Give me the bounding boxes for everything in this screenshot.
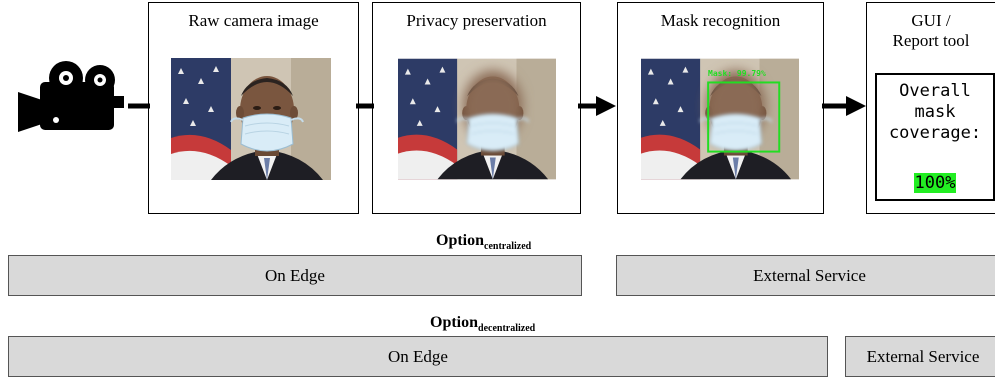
- centralized-external-label: External Service: [753, 265, 866, 285]
- decentralized-edge-label: On Edge: [388, 346, 448, 366]
- coverage-value: 100%: [913, 173, 957, 193]
- gui-title: GUI / Report tool: [892, 11, 970, 50]
- gui-line-3: coverage:: [888, 123, 982, 143]
- arrow-privacy-to-mask: [578, 96, 616, 116]
- mask-recognition-title: Mask recognition: [660, 11, 781, 30]
- option-decentralized-label: Optiondecentralized: [430, 314, 536, 335]
- gui-line-1: Overall: [899, 81, 971, 101]
- decentralized-edge-bar: On Edge: [8, 336, 828, 377]
- centralized-external-bar: External Service: [616, 255, 995, 296]
- detection-label: Mask: 99.79%: [708, 69, 766, 78]
- option-centralized-label: Optioncentralized: [436, 232, 532, 253]
- gui-panel: GUI / Report tool Overall mask coverage:…: [866, 2, 995, 214]
- gui-line-2: mask: [914, 102, 956, 122]
- raw-camera-panel: Raw camera image: [148, 2, 359, 214]
- detection-box: [707, 81, 781, 153]
- decentralized-external-label: External Service: [866, 346, 980, 366]
- privacy-panel: Privacy preservation: [372, 2, 581, 214]
- privacy-preserved-photo: [398, 58, 556, 180]
- video-camera-icon: [18, 61, 124, 132]
- centralized-edge-label: On Edge: [265, 265, 325, 285]
- arrow-mask-to-gui: [822, 96, 866, 116]
- centralized-edge-bar: On Edge: [8, 255, 582, 296]
- raw-camera-title: Raw camera image: [188, 11, 319, 30]
- privacy-title: Privacy preservation: [406, 11, 547, 30]
- mask-recognition-photo: [641, 58, 799, 180]
- decentralized-external-bar: External Service: [845, 336, 995, 377]
- mask-recognition-panel: Mask recognition: [617, 2, 824, 214]
- gui-display: Overall mask coverage: 100%: [875, 73, 995, 201]
